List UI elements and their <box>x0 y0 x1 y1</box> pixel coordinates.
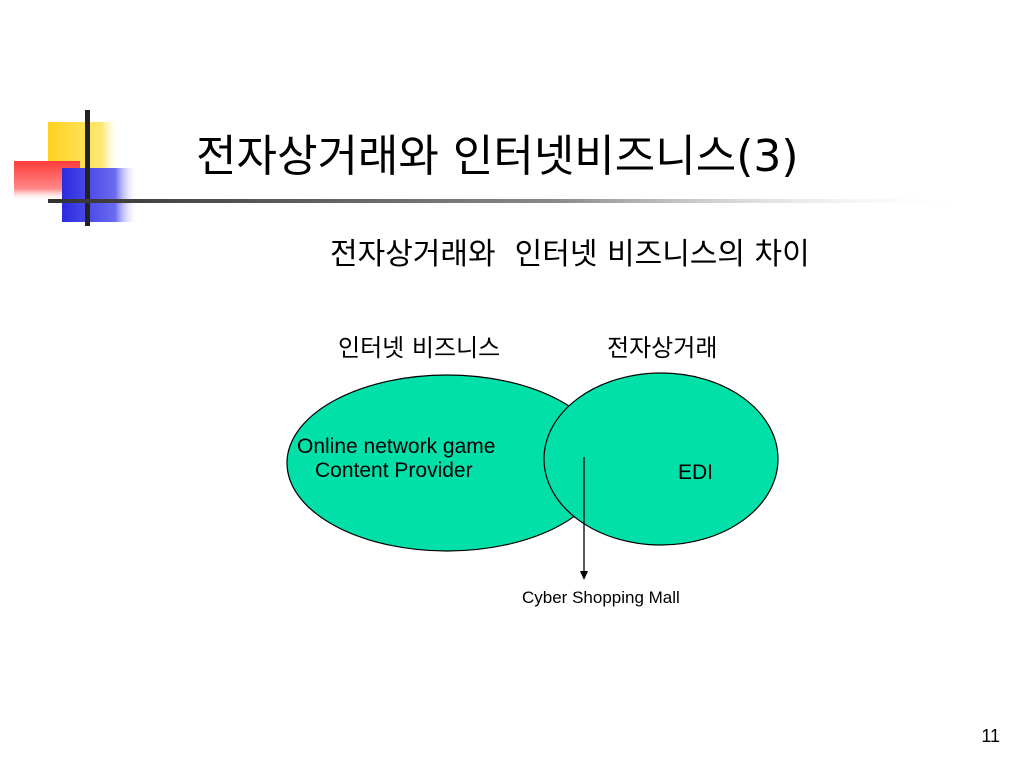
cyber-shopping-mall-label: Cyber Shopping Mall <box>522 588 680 607</box>
slide-subtitle: 전자상거래와 인터넷 비즈니스의 차이 <box>330 237 810 272</box>
title-rule <box>48 199 978 203</box>
ecommerce-label: 전자상거래 <box>607 334 718 362</box>
deco-blue-square <box>62 168 138 222</box>
internet-business-label: 인터넷 비즈니스 <box>338 334 501 362</box>
edi-text: EDI <box>678 461 713 484</box>
slide-title: 전자상거래와 인터넷비즈니스(3) <box>196 131 799 182</box>
page-number: 11 <box>981 726 1000 746</box>
ecommerce-ellipse <box>543 372 779 546</box>
content-provider-text: Content Provider <box>315 459 473 482</box>
deco-vertical-bar <box>85 110 90 226</box>
online-game-text: Online network game <box>297 435 495 458</box>
